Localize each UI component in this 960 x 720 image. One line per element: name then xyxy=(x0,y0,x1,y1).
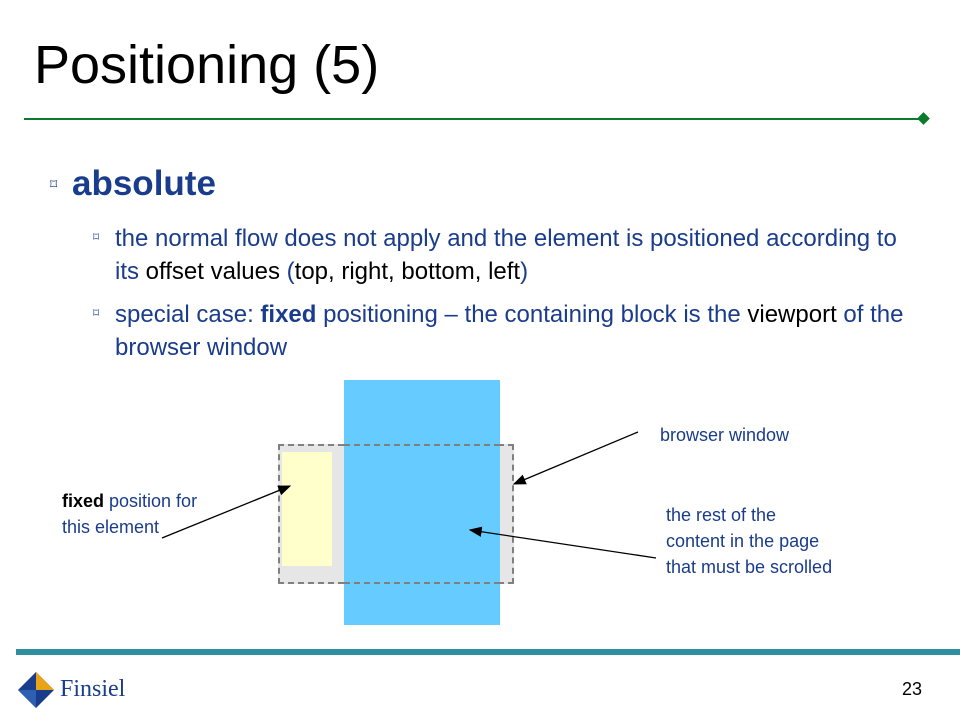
bullet-icon: ⌑ xyxy=(50,176,58,192)
label-fixed-position: fixed position for this element xyxy=(62,488,212,540)
sub1-text-a: the normal flow does not apply and the e… xyxy=(115,225,897,285)
arrow-fixed-element xyxy=(161,485,292,539)
sub-bullet-2: special case: fixed positioning – the co… xyxy=(115,298,905,364)
sub2-text-fixed: fixed xyxy=(260,301,317,328)
sub2-text-c: positioning – the containing block is th… xyxy=(316,301,748,328)
sub1-text-offset: offset values xyxy=(145,258,280,285)
sub-bullet-icon: ⌑ xyxy=(93,230,100,244)
label-browser-window: browser window xyxy=(660,425,790,445)
sub1-text-values: top, right, bottom, left xyxy=(294,258,521,285)
sub1-text-c: ( xyxy=(279,258,295,285)
finsiel-logo-text: Finsiel xyxy=(60,676,126,702)
label-scrolled-content: the rest of the content in the page that… xyxy=(666,505,833,577)
sub2-text-a: special case: xyxy=(115,301,261,328)
finsiel-logo-icon xyxy=(18,672,54,708)
page-number: 23 xyxy=(902,679,923,699)
sub2-text-viewport: viewport xyxy=(747,301,837,328)
footer-bar xyxy=(16,649,960,655)
title-divider xyxy=(24,118,924,120)
fixed-element-box xyxy=(282,452,332,566)
slide-title: Positioning (5) xyxy=(34,35,380,95)
sub1-text-e: ) xyxy=(520,258,529,285)
sub2-text-e: of the browser window xyxy=(115,301,904,361)
bullet-heading: absolute xyxy=(72,164,216,203)
arrow-scrolled-content xyxy=(468,526,657,559)
sub-bullet-icon: ⌑ xyxy=(93,306,100,320)
label-fixed-rest: position for this element xyxy=(62,491,198,537)
sub-bullet-1: the normal flow does not apply and the e… xyxy=(115,222,905,288)
arrow-browser-window xyxy=(512,431,639,485)
label-fixed-bold: fixed xyxy=(62,491,105,511)
page-content-box xyxy=(344,380,500,625)
